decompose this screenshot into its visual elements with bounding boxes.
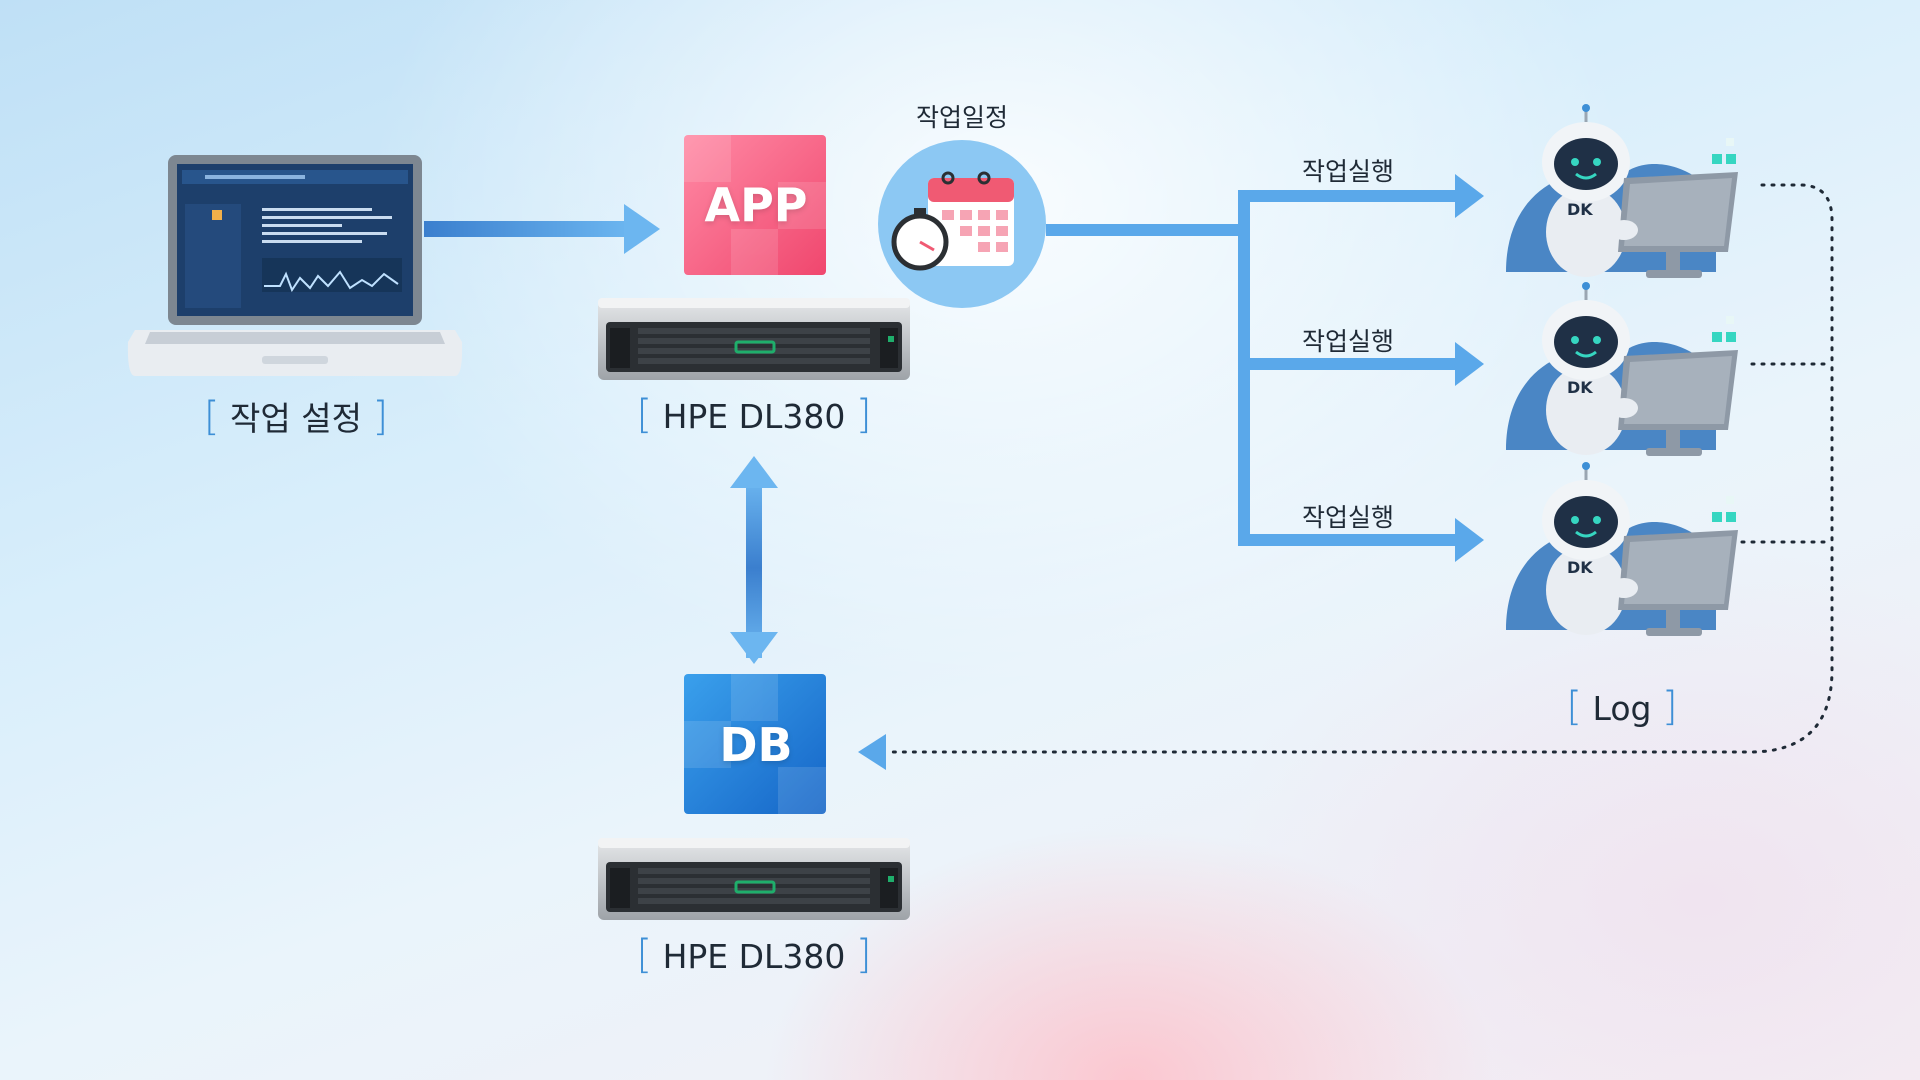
laptop-label-text: 작업 설정 <box>230 399 362 438</box>
edge-label-run-2: 작업실행 <box>1301 327 1395 356</box>
robot-2 <box>1504 280 1740 458</box>
db-tile <box>684 674 826 814</box>
db-server-label-text: HPE DL380 <box>662 937 846 976</box>
edge-label-run-1: 작업실행 <box>1301 157 1395 186</box>
schedule-label: 작업일정 <box>915 103 1009 132</box>
app-server-label-open-bracket: [ <box>636 392 653 438</box>
robot-1-badge: DK <box>1567 200 1593 219</box>
db-server-rack <box>596 836 912 922</box>
schedule-icon <box>878 140 1046 308</box>
db-server-label-open-bracket: [ <box>636 932 653 978</box>
log-return-path <box>890 183 1834 754</box>
app-tile-text: APP <box>704 178 808 232</box>
log-label-close-bracket: ] <box>1661 684 1678 730</box>
log-arrow-head <box>858 734 886 770</box>
laptop-label-close-bracket: ] <box>372 394 389 440</box>
arrow-app-db-bidirectional <box>730 456 778 664</box>
log-label-open-bracket: [ <box>1566 684 1583 730</box>
db-tile-text: DB <box>719 718 793 772</box>
fanout-connector <box>1046 174 1484 562</box>
log-label: [ Log ] <box>1566 684 1677 730</box>
log-label-text: Log <box>1592 689 1652 728</box>
db-server-label-close-bracket: ] <box>855 932 872 978</box>
edge-label-run-3: 작업실행 <box>1301 503 1395 532</box>
laptop-label-open-bracket: [ <box>203 394 220 440</box>
app-server-rack <box>596 296 912 382</box>
app-server-label-text: HPE DL380 <box>662 397 846 436</box>
arrow-laptop-to-app <box>424 204 660 254</box>
app-server-label: [ HPE DL380 ] <box>636 392 871 438</box>
robot-3 <box>1504 460 1740 638</box>
laptop-label: [ 작업 설정 ] <box>204 392 388 440</box>
laptop-illustration <box>127 155 463 376</box>
db-server-label: [ HPE DL380 ] <box>636 932 871 978</box>
app-server-label-close-bracket: ] <box>855 392 872 438</box>
robot-3-badge: DK <box>1567 558 1593 577</box>
robot-2-badge: DK <box>1567 378 1593 397</box>
robot-1 <box>1504 102 1740 280</box>
app-tile <box>684 135 826 275</box>
